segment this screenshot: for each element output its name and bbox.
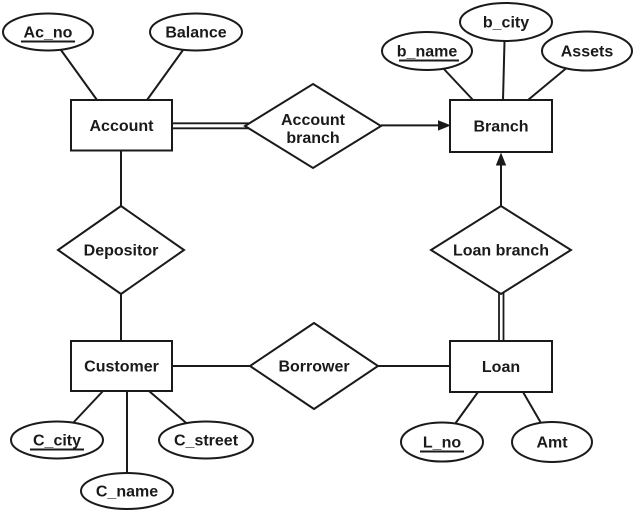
arrow-accountbranch-to-branch [381, 120, 451, 131]
entity-box [70, 340, 173, 392]
entity-box [70, 99, 173, 152]
attribute-label: C_street [174, 433, 239, 450]
relationship-borrower: Borrower [248, 321, 380, 411]
attribute-b-name: b_name [381, 31, 473, 71]
diamond-account-branch [243, 82, 383, 170]
attribute-label: Amt [536, 435, 568, 452]
attribute-label: b_city [483, 15, 529, 32]
relationship-label: Depositor [84, 243, 159, 260]
entity-box [449, 340, 553, 393]
attribute-label: Balance [165, 25, 226, 42]
entity-label: Customer [84, 359, 159, 376]
relationship-label: Borrower [278, 359, 349, 376]
attribute-label: C_city [33, 433, 81, 450]
attribute-ellipse [149, 12, 243, 52]
entity-loan: Loan [449, 340, 553, 393]
arrow-loanbranch-to-branch [495, 152, 507, 206]
entity-label: Loan [482, 359, 520, 376]
entity-label: Branch [473, 119, 528, 136]
attribute-ellipse [541, 30, 633, 72]
relationship-loan-branch: Loan branch [429, 204, 573, 296]
attribute-ac-no: Ac_no [2, 12, 94, 52]
relationship-label: Loan branch [453, 243, 549, 260]
attribute-ellipse [80, 472, 174, 510]
relationship-label: Account [281, 112, 346, 129]
attribute-c-name: C_name [80, 472, 174, 510]
attribute-label: L_no [423, 435, 461, 452]
attribute-ellipse [158, 420, 254, 460]
diamond-loan-branch [429, 204, 573, 296]
attribute-label: b_name [397, 44, 458, 61]
arrowhead-right-icon [438, 120, 451, 131]
attribute-b-city: b_city [459, 2, 553, 42]
relationship-account-branch: Account branch [243, 82, 383, 170]
attribute-ellipse [459, 2, 553, 42]
diamond-borrower [248, 321, 380, 411]
arrowhead-up-icon [495, 152, 507, 166]
diamond-depositor [56, 204, 186, 296]
attribute-c-street: C_street [158, 420, 254, 460]
relationship-label: branch [286, 130, 339, 147]
attribute-label: C_name [96, 484, 158, 501]
attribute-label: Assets [561, 44, 614, 61]
entity-account: Account [70, 99, 173, 152]
attribute-assets: Assets [541, 30, 633, 72]
entity-customer: Customer [70, 340, 173, 392]
entity-box [449, 99, 553, 153]
attribute-amt: Amt [511, 421, 593, 463]
relationship-depositor: Depositor [56, 204, 186, 296]
attribute-ellipse [511, 421, 593, 463]
attribute-balance: Balance [149, 12, 243, 52]
attribute-label: Ac_no [24, 25, 73, 42]
attribute-c-city: C_city [10, 420, 104, 460]
attribute-l-no: L_no [400, 421, 484, 463]
entity-label: Account [90, 118, 155, 135]
entity-branch: Branch [449, 99, 553, 153]
